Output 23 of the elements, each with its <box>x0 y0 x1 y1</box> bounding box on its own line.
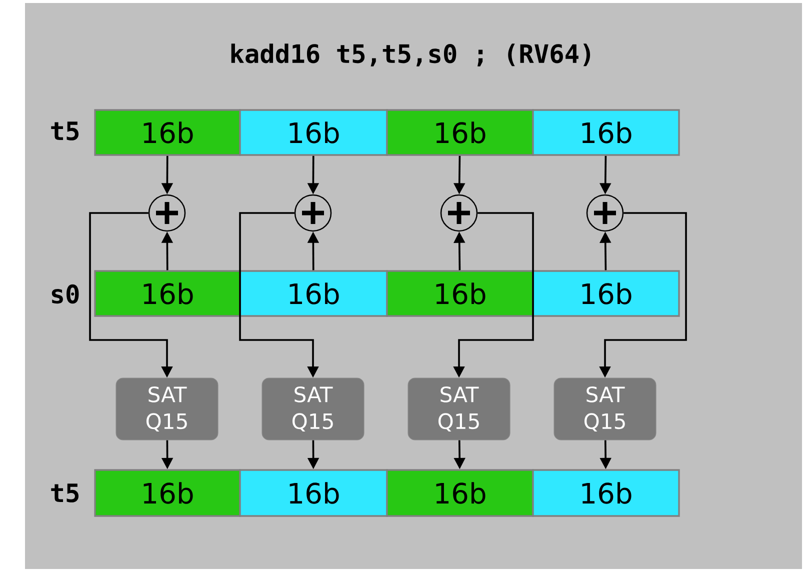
register-cell: 16b <box>386 469 534 517</box>
register-cell: 16b <box>94 469 241 517</box>
register-cell: 16b <box>239 109 388 156</box>
register-cell: 16b <box>386 270 534 317</box>
saturation-box: SAT Q15 <box>262 378 364 440</box>
register-cell: 16b <box>94 109 241 156</box>
adder-symbol <box>294 194 332 232</box>
saturation-box: SAT Q15 <box>554 378 656 440</box>
register-cell: 16b <box>532 270 680 317</box>
saturation-box: SAT Q15 <box>408 378 510 440</box>
adder-symbol <box>586 194 624 232</box>
adder-symbol <box>440 194 478 232</box>
title: kadd16 t5,t5,s0 ; (RV64) <box>231 44 590 66</box>
register-cell: 16b <box>94 270 241 317</box>
register-cell: 16b <box>386 109 534 156</box>
register-name: s0 <box>52 284 79 304</box>
register-cell: 16b <box>532 469 680 517</box>
register-cell: 16b <box>239 270 388 317</box>
register-name: t5 <box>51 484 79 502</box>
saturation-box: SAT Q15 <box>116 378 218 440</box>
adder-symbol <box>148 194 186 232</box>
register-cell: 16b <box>532 109 680 156</box>
register-cell: 16b <box>239 469 388 517</box>
